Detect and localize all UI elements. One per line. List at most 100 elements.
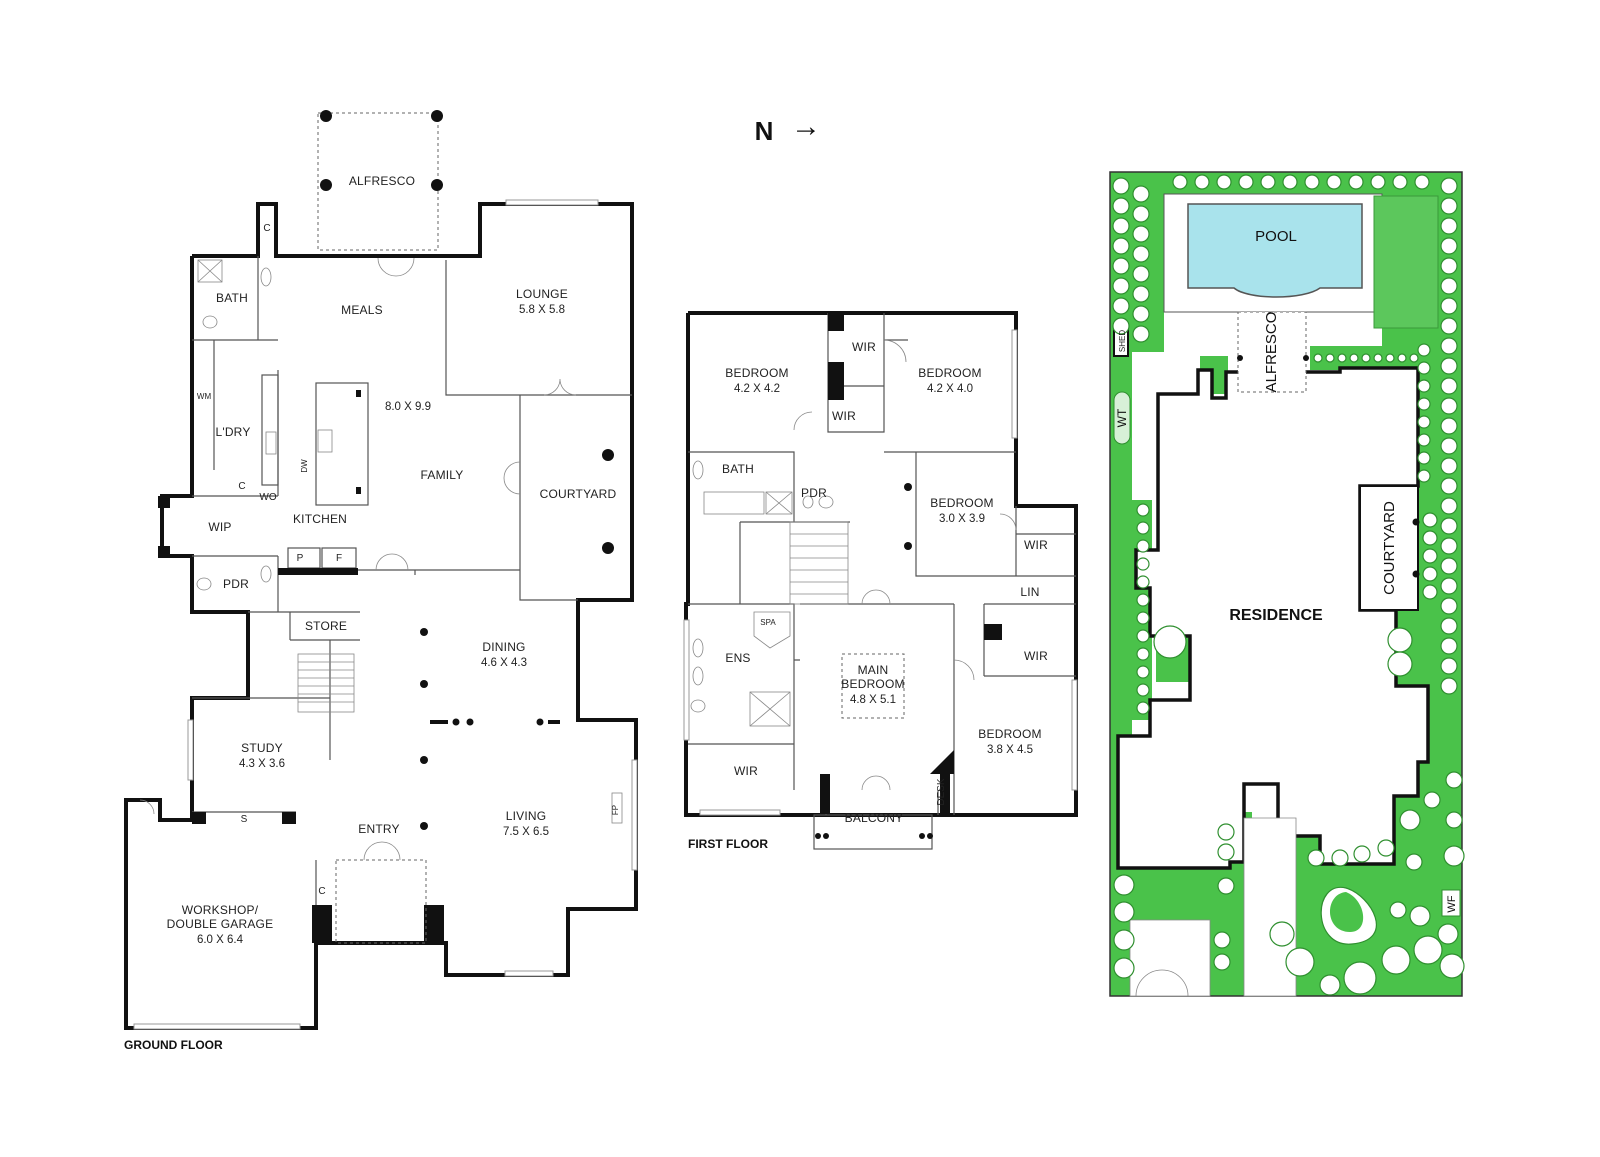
room-dim-bedroom-2: 4.2 X 4.0 xyxy=(927,383,973,395)
room-label-ens: ENS xyxy=(725,651,750,665)
tree-icon xyxy=(1113,874,1135,896)
tree-icon xyxy=(1409,905,1431,927)
room-label-wir-3: WIR xyxy=(1024,538,1048,552)
tree-icon xyxy=(1387,627,1413,653)
room-label-balcony: BALCONY xyxy=(845,811,904,825)
tree-icon xyxy=(1112,177,1130,195)
tree-icon xyxy=(1440,297,1458,315)
tree-icon xyxy=(1238,174,1254,190)
room-label-main-bedroom: BEDROOM xyxy=(841,677,904,691)
room-dim-study: 4.3 X 3.6 xyxy=(239,758,285,770)
tree-icon xyxy=(1132,285,1150,303)
room-dim-workshop: 6.0 X 6.4 xyxy=(197,934,244,946)
tree-icon xyxy=(1445,811,1463,829)
tree-icon xyxy=(1422,512,1438,528)
north-label: N xyxy=(755,116,774,146)
tree-icon xyxy=(1132,305,1150,323)
tree-icon xyxy=(1422,548,1438,564)
tree-icon xyxy=(1417,469,1431,483)
tree-icon xyxy=(1217,843,1235,861)
room-label-store: STORE xyxy=(305,619,347,633)
tree-icon xyxy=(1440,557,1458,575)
tree-icon xyxy=(1413,935,1443,965)
room-label-c-entry: C xyxy=(318,886,325,897)
tree-icon xyxy=(1213,931,1231,949)
site-label-wf: WF xyxy=(1446,895,1458,912)
tree-icon xyxy=(1423,791,1441,809)
room-label-pdr: PDR xyxy=(223,577,249,591)
room-label-wo: WO xyxy=(259,492,276,503)
tree-icon xyxy=(1216,174,1232,190)
room-label-bath: BATH xyxy=(722,462,754,476)
tree-icon xyxy=(1440,537,1458,555)
first-floor-internal-walls xyxy=(688,313,1076,815)
tree-icon xyxy=(1414,174,1430,190)
tree-icon xyxy=(1269,921,1295,947)
tree-icon xyxy=(1370,174,1386,190)
site-label-courtyard: COURTYARD xyxy=(1381,501,1398,595)
tree-icon xyxy=(1417,433,1431,447)
site-label-alfresco: ALFRESCO xyxy=(1263,312,1280,393)
site-label-shed: SHED xyxy=(1118,330,1127,352)
room-label-p: P xyxy=(297,553,304,564)
tree-icon xyxy=(1282,174,1298,190)
tree-icon xyxy=(1397,353,1407,363)
tree-icon xyxy=(1213,953,1231,971)
tree-icon xyxy=(1440,457,1458,475)
tree-icon xyxy=(1217,877,1235,895)
pdr-basin-icon xyxy=(260,565,272,583)
tree-icon xyxy=(1440,217,1458,235)
alfresco-doors xyxy=(377,257,415,277)
room-dim-main-bedroom: 4.8 X 5.1 xyxy=(850,694,896,706)
tree-icon xyxy=(1136,611,1150,625)
room-label-wir-1: WIR xyxy=(852,340,876,354)
tree-icon xyxy=(1132,245,1150,263)
tree-icon xyxy=(1153,625,1187,659)
pdr-toilet-icon xyxy=(196,577,212,591)
kitchen-wall-block xyxy=(278,568,358,575)
site-plan: POOL SHED ALFRESCO WT COURTYARD RESIDENC… xyxy=(1109,171,1465,997)
tree-icon xyxy=(1440,257,1458,275)
room-dim-kitchen-family: 8.0 X 9.9 xyxy=(385,401,431,413)
tree-icon xyxy=(1440,197,1458,215)
room-label-main: MAIN xyxy=(858,663,889,677)
tree-icon xyxy=(1417,361,1431,375)
alfresco-post xyxy=(320,179,332,191)
tree-icon xyxy=(1136,521,1150,535)
tree-icon xyxy=(1136,647,1150,661)
tree-icon xyxy=(1440,377,1458,395)
alfresco-post xyxy=(431,179,443,191)
site-label-wt: WT xyxy=(1115,408,1129,427)
island-marker xyxy=(356,390,361,397)
spa-icon xyxy=(753,611,791,649)
tree-icon xyxy=(1440,237,1458,255)
tree-icon xyxy=(1361,353,1371,363)
room-label-lounge: LOUNGE xyxy=(516,287,568,301)
room-dim-lounge: 5.8 X 5.8 xyxy=(519,304,565,316)
main-bedroom-rug xyxy=(841,653,905,719)
room-label-workshop: WORKSHOP/ xyxy=(182,903,259,917)
ground-floor-plan: ALFRESCO C BATH MEALS LOUNGE 5.8 X 5.8 8… xyxy=(124,110,638,1052)
bathtub-icon xyxy=(703,491,765,515)
room-label-desk: DESK xyxy=(936,778,947,806)
garage-door xyxy=(139,799,155,815)
tree-icon xyxy=(1440,517,1458,535)
tree-icon xyxy=(1353,845,1371,863)
north-arrow-icon: → xyxy=(791,110,821,143)
tree-icon xyxy=(1417,343,1431,357)
room-label-double-garage: DOUBLE GARAGE xyxy=(167,917,274,931)
first-floor-title: FIRST FLOOR xyxy=(688,837,768,851)
tree-icon xyxy=(1112,217,1130,235)
tree-icon xyxy=(1440,337,1458,355)
room-label-bedroom-3: BEDROOM xyxy=(930,496,993,510)
room-label-lin: LIN xyxy=(1020,585,1039,599)
room-label-kitchen: KITCHEN xyxy=(293,512,347,526)
basin-icon xyxy=(260,267,272,287)
tree-icon xyxy=(1260,174,1276,190)
tree-icon xyxy=(1445,771,1463,789)
ground-floor-title: GROUND FLOOR xyxy=(124,1038,223,1052)
room-dim-bedroom-3: 3.0 X 3.9 xyxy=(939,513,985,525)
tree-icon xyxy=(1132,325,1150,343)
room-label-courtyard: COURTYARD xyxy=(540,487,617,501)
